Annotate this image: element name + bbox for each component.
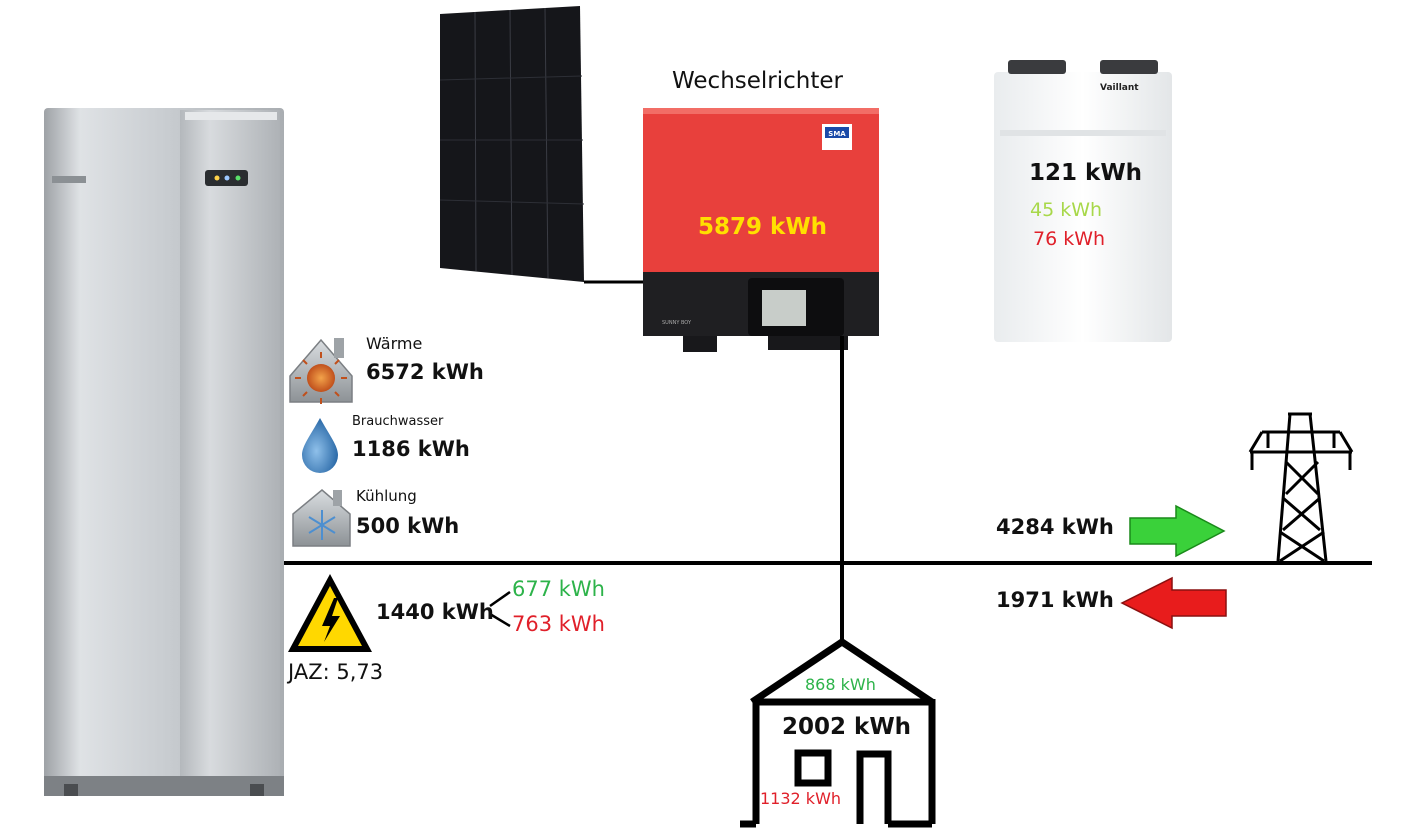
waerme-value: 6572 kWh	[366, 360, 484, 384]
house-icon	[740, 637, 936, 828]
sunny-boy-label: SUNNY BOY	[662, 320, 692, 326]
ventilation-unit: Vaillant	[994, 60, 1172, 342]
kuehlung-value: 500 kWh	[356, 514, 460, 538]
vaillant-logo: Vaillant	[1100, 83, 1139, 93]
waerme-label: Wärme	[366, 334, 423, 353]
export-arrow-icon	[1129, 504, 1226, 558]
inverter-value: 5879 kWh	[698, 214, 828, 240]
power-green: 677 kWh	[512, 577, 605, 601]
solar-panel	[439, 6, 585, 282]
ventilation-red: 76 kWh	[1033, 228, 1106, 250]
svg-text:SMA: SMA	[828, 130, 846, 138]
cooling-house-icon	[292, 489, 351, 547]
inverter-screen	[762, 290, 806, 326]
import-arrow-icon	[1120, 576, 1227, 630]
house-red: 1132 kWh	[760, 789, 842, 808]
nibe-logo	[52, 176, 86, 183]
heating-house-icon	[289, 338, 353, 404]
heatpump-unit	[44, 108, 284, 796]
split-line-lower	[489, 612, 511, 628]
inverter-unit: SMA SUNNY BOY	[643, 108, 879, 352]
ventilation-total: 121 kWh	[1029, 160, 1143, 186]
power-red: 763 kWh	[512, 612, 605, 636]
ventilation-green: 45 kWh	[1030, 199, 1103, 221]
jaz-value: JAZ: 5,73	[288, 660, 384, 684]
brauchwasser-value: 1186 kWh	[352, 437, 470, 461]
electricity-warning-icon	[288, 574, 372, 652]
snowflake-icon	[308, 510, 336, 540]
sun-icon	[307, 364, 335, 392]
power-total: 1440 kWh	[376, 600, 494, 624]
inverter-title: Wechselrichter	[672, 68, 843, 94]
water-drop-icon	[302, 418, 338, 473]
power-pylon-icon	[1228, 412, 1372, 565]
split-line-upper	[489, 590, 511, 608]
status-led-icon	[235, 175, 241, 181]
house-green: 868 kWh	[805, 675, 876, 694]
house-total: 2002 kWh	[782, 714, 912, 740]
grid-export-value: 4284 kWh	[996, 515, 1114, 539]
brauchwasser-label: Brauchwasser	[352, 414, 444, 429]
kuehlung-label: Kühlung	[356, 487, 417, 505]
grid-import-value: 1971 kWh	[996, 588, 1114, 612]
